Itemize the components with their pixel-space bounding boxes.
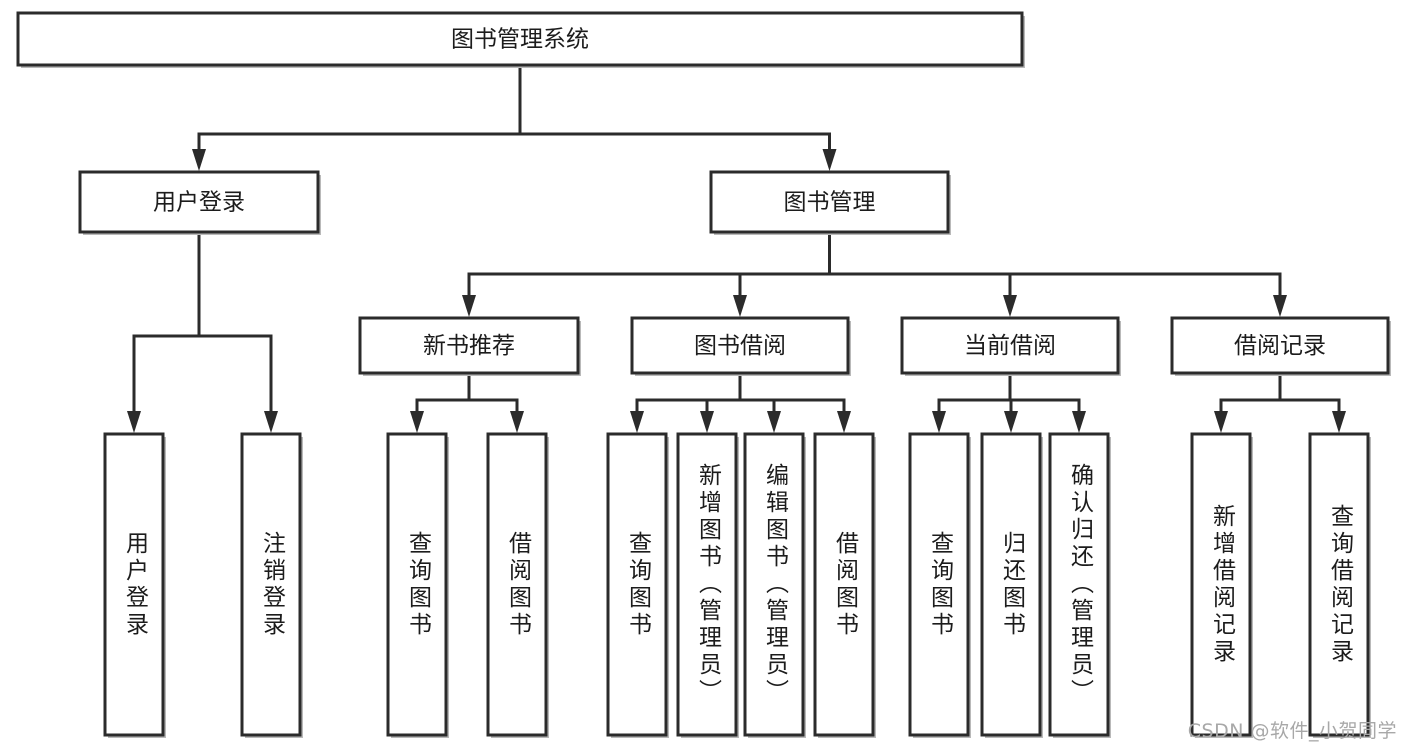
- node-leaf-logout[interactable]: [240, 432, 302, 737]
- node-label: 用户登录: [153, 190, 245, 216]
- node-leaf-borrow-book-rec[interactable]: [486, 432, 548, 737]
- node-label: 图书借阅: [694, 333, 786, 359]
- node-leaf-query-book-rec[interactable]: [386, 432, 448, 737]
- node-label: 借阅记录: [1234, 333, 1326, 359]
- node-current-borrow[interactable]: [900, 316, 1120, 375]
- node-leaf-return-book[interactable]: [980, 432, 1042, 737]
- connectors-layer: [127, 63, 1346, 433]
- node-label: 新书推荐: [423, 333, 515, 359]
- node-label: 当前借阅: [964, 333, 1056, 359]
- boxes-layer: [16, 11, 1391, 738]
- csdn-watermark: CSDN @软件_小贺同学: [1187, 720, 1397, 742]
- node-user-login[interactable]: [78, 170, 320, 234]
- node-borrow-records[interactable]: [1170, 316, 1390, 375]
- node-label: 图书管理系统: [451, 27, 589, 53]
- node-leaf-query-borrow-record[interactable]: [1308, 432, 1370, 737]
- node-label: 图书管理: [784, 190, 876, 216]
- node-leaf-add-borrow-record[interactable]: [1190, 432, 1252, 737]
- node-leaf-user-login[interactable]: [103, 432, 165, 737]
- node-leaf-edit-book-admin[interactable]: [743, 432, 805, 737]
- node-leaf-add-book-admin[interactable]: [676, 432, 738, 737]
- node-root[interactable]: [16, 11, 1024, 67]
- node-book-borrow[interactable]: [630, 316, 850, 375]
- node-leaf-confirm-return-admin[interactable]: [1048, 432, 1110, 737]
- node-new-book-recommend[interactable]: [358, 316, 580, 375]
- node-leaf-borrow-book[interactable]: [813, 432, 875, 737]
- node-book-management[interactable]: [709, 170, 950, 234]
- node-leaf-query-book-borrow[interactable]: [606, 432, 668, 737]
- node-leaf-query-book-current[interactable]: [908, 432, 970, 737]
